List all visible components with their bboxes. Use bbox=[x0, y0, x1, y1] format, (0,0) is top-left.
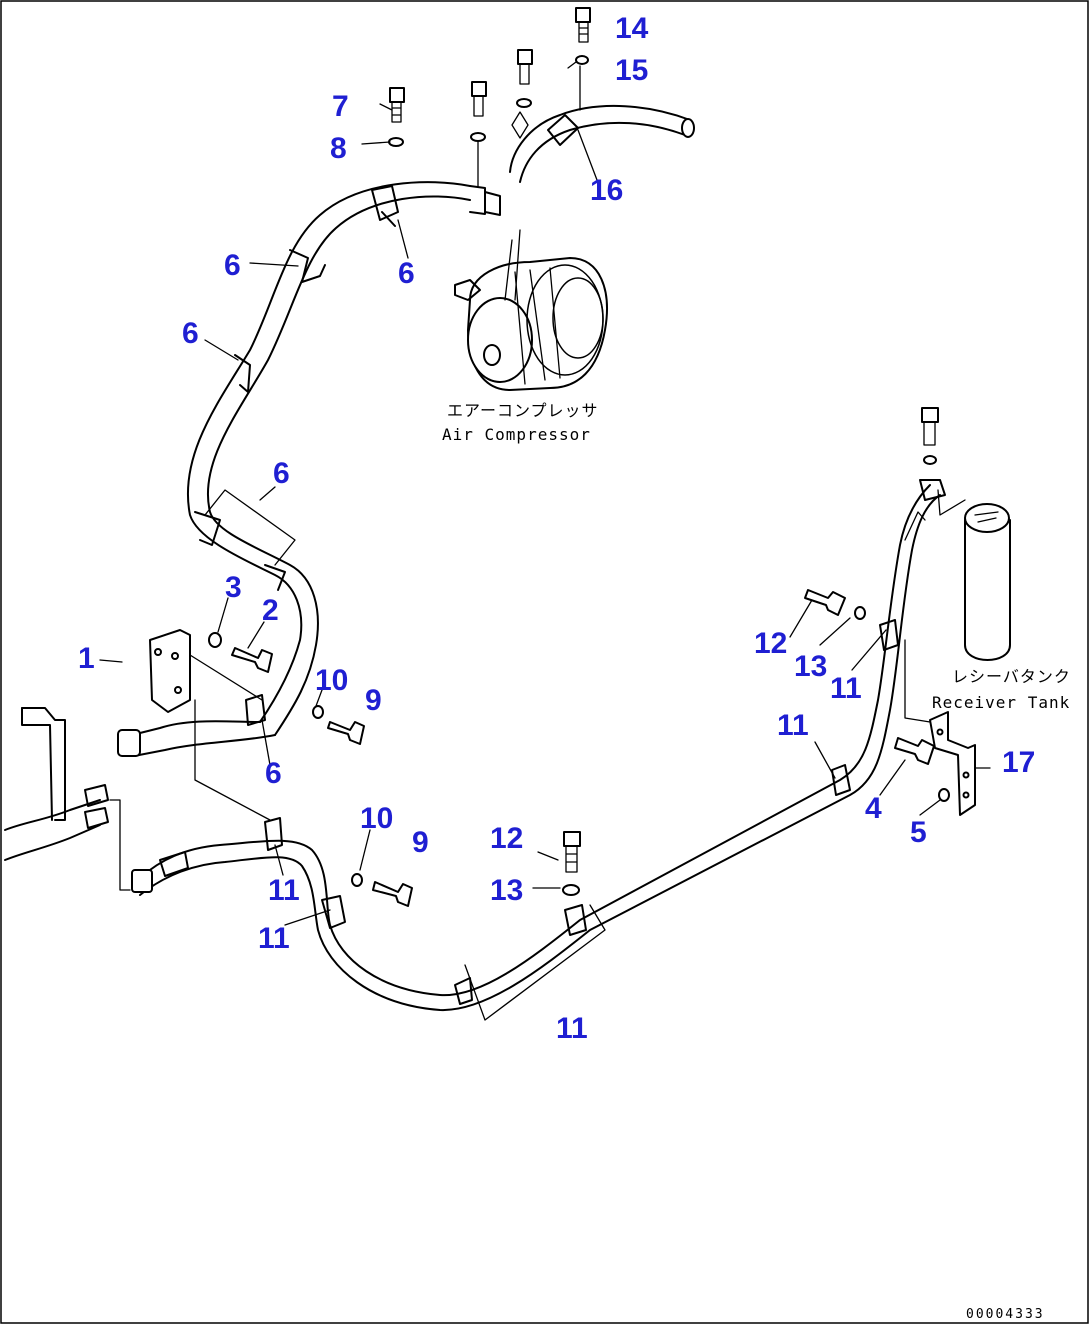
callout-6d: 6 bbox=[273, 457, 290, 490]
callout-6b: 6 bbox=[398, 257, 415, 290]
callout-1: 1 bbox=[78, 642, 95, 675]
callout-6e: 6 bbox=[265, 757, 282, 790]
callout-9a: 9 bbox=[365, 684, 382, 717]
callout-11a: 11 bbox=[268, 874, 300, 907]
receiver-tank bbox=[904, 407, 1011, 661]
callout-16: 16 bbox=[590, 174, 623, 207]
leader-lines bbox=[99, 61, 991, 926]
bolt-9a bbox=[327, 721, 365, 745]
washer-10b bbox=[351, 873, 363, 887]
washer-10a bbox=[312, 705, 324, 719]
callout-10a: 10 bbox=[315, 664, 348, 697]
compressor-label-en: Air Compressor bbox=[442, 425, 591, 444]
callout-15: 15 bbox=[615, 54, 648, 87]
bolt-4 bbox=[894, 737, 935, 765]
callout-labels: 14 15 7 16 8 6 6 6 6 3 2 1 10 9 6 10 9 1… bbox=[78, 12, 1035, 1045]
lower-hose-end bbox=[131, 869, 153, 893]
callout-3: 3 bbox=[225, 571, 242, 604]
callout-7: 7 bbox=[332, 90, 349, 123]
clamps-lower bbox=[264, 619, 899, 1005]
bolt-12-right bbox=[804, 589, 866, 620]
bolts-top bbox=[388, 7, 591, 187]
callout-11d: 11 bbox=[777, 709, 809, 742]
document-number: 00004333 bbox=[966, 1307, 1045, 1322]
callout-bracket-6 bbox=[204, 489, 296, 566]
washer-3 bbox=[208, 632, 222, 648]
bracket-17 bbox=[904, 639, 976, 816]
callout-12a: 12 bbox=[490, 822, 523, 855]
bracket-1 bbox=[149, 629, 271, 821]
callout-17: 17 bbox=[1002, 746, 1035, 779]
callout-2: 2 bbox=[262, 594, 279, 627]
washer-5 bbox=[938, 788, 950, 802]
callout-6c: 6 bbox=[182, 317, 199, 350]
callout-10b: 10 bbox=[360, 802, 393, 835]
air-compressor bbox=[454, 229, 608, 391]
callout-8: 8 bbox=[330, 132, 347, 165]
callout-11e: 11 bbox=[556, 1012, 588, 1045]
left-edge-fittings bbox=[4, 707, 131, 891]
callout-9b: 9 bbox=[412, 826, 429, 859]
receiver-label-jp: レシーバタンク bbox=[952, 667, 1071, 686]
upper-hose bbox=[117, 181, 501, 757]
callout-bracket-11 bbox=[464, 904, 606, 1021]
bolt-9b bbox=[372, 881, 413, 907]
callout-5: 5 bbox=[910, 816, 927, 849]
callout-4: 4 bbox=[865, 792, 882, 825]
compressor-label-jp: エアーコンプレッサ bbox=[447, 401, 599, 420]
callout-13b: 13 bbox=[794, 650, 827, 683]
bolt-12-center bbox=[562, 831, 581, 896]
receiver-label-en: Receiver Tank bbox=[932, 693, 1070, 712]
lower-hose bbox=[131, 484, 941, 1012]
hose-end-fitting bbox=[117, 729, 141, 757]
discharge-hose bbox=[509, 104, 695, 183]
bolt-2 bbox=[231, 647, 273, 673]
callout-14: 14 bbox=[615, 12, 649, 45]
callout-11c: 11 bbox=[830, 672, 862, 705]
callout-11b: 11 bbox=[258, 922, 290, 955]
callout-12b: 12 bbox=[754, 627, 787, 660]
callout-6a: 6 bbox=[224, 249, 241, 282]
callout-13a: 13 bbox=[490, 874, 523, 907]
